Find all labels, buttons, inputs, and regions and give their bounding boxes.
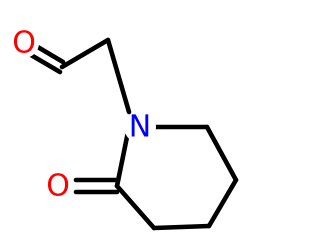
bonds — [28, 37, 239, 231]
bond-c3-c4 — [151, 223, 212, 231]
bond-cho-ch2 — [59, 37, 111, 70]
bond-c4-c5 — [206, 177, 239, 229]
bond-aldehyde-co-2 — [28, 52, 63, 75]
bond-c2-c3 — [114, 183, 157, 231]
carbonyl-oxygen-atom: O — [43, 169, 73, 204]
bond-n-c2 — [114, 129, 131, 189]
aldehyde-oxygen-label: O — [12, 26, 36, 61]
nitrogen-label: N — [129, 110, 151, 145]
carbonyl-oxygen-label: O — [46, 169, 70, 204]
aldehyde-oxygen-atom: O — [9, 26, 39, 61]
bond-c5-c6 — [204, 124, 239, 183]
bond-ch2-n — [105, 37, 132, 115]
molecule-structure: O O N — [9, 25, 239, 231]
atoms: O O N — [9, 26, 156, 204]
nitrogen-atom: N — [124, 110, 156, 145]
